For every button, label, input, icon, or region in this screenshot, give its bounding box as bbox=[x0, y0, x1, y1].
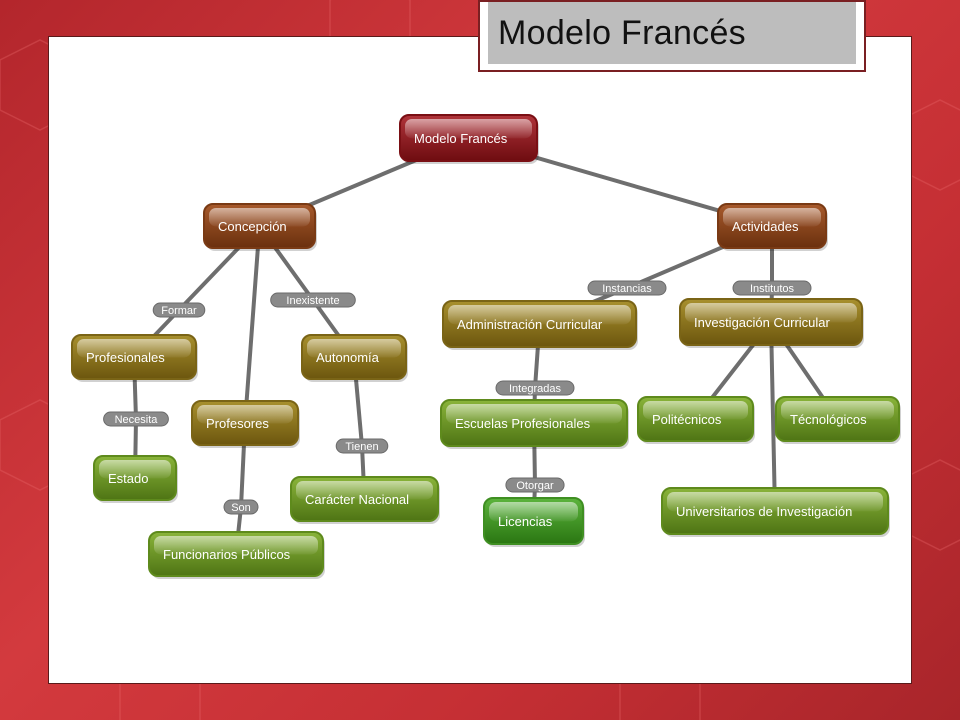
node-universitarios[interactable]: Universitarios de Investigación bbox=[661, 487, 890, 537]
page-title: Modelo Francés bbox=[488, 2, 856, 64]
node-profesionales[interactable]: Profesionales bbox=[71, 334, 198, 382]
link-label-text: Tienen bbox=[345, 441, 378, 453]
node-autonomia[interactable]: Autonomía bbox=[301, 334, 408, 382]
node-label: Técnológicos bbox=[790, 412, 867, 427]
node-label: Profesores bbox=[206, 416, 269, 431]
link-investigacion-universitarios bbox=[769, 320, 777, 513]
link-label-son: Son bbox=[223, 499, 259, 515]
node-label: Escuelas Profesionales bbox=[455, 416, 591, 431]
node-label: Concepción bbox=[218, 219, 287, 234]
link-label-necesita: Necesita bbox=[103, 411, 169, 427]
node-investigacion[interactable]: Investigación Curricular bbox=[679, 298, 864, 348]
link-concepcion-profesores bbox=[243, 224, 262, 425]
link-label-text: Inexistente bbox=[286, 295, 339, 307]
link-label-text: Institutos bbox=[750, 283, 795, 295]
node-escuelas[interactable]: Escuelas Profesionales bbox=[440, 399, 629, 449]
link-label-text: Son bbox=[231, 502, 251, 514]
node-label: Actividades bbox=[732, 219, 799, 234]
node-profesores[interactable]: Profesores bbox=[191, 400, 300, 448]
node-concepcion[interactable]: Concepción bbox=[203, 203, 317, 251]
node-caracter[interactable]: Carácter Nacional bbox=[290, 476, 440, 524]
node-modelo[interactable]: Modelo Francés bbox=[399, 114, 539, 164]
node-label: Investigación Curricular bbox=[694, 315, 831, 330]
link-label-text: Instancias bbox=[602, 283, 652, 295]
node-funcionarios[interactable]: Funcionarios Públicos bbox=[148, 531, 325, 579]
link-label-text: Otorgar bbox=[516, 480, 554, 492]
node-label: Estado bbox=[108, 471, 148, 486]
node-label: Licencias bbox=[498, 514, 553, 529]
link-label-formar: Formar bbox=[152, 302, 206, 318]
node-admin[interactable]: Administración Curricular bbox=[442, 300, 638, 350]
node-actividades[interactable]: Actividades bbox=[717, 203, 828, 251]
link-label-instancias: Instancias bbox=[587, 280, 667, 296]
link-label-text: Integradas bbox=[509, 383, 561, 395]
link-label-inexistente: Inexistente bbox=[270, 292, 356, 308]
link-label-text: Formar bbox=[161, 305, 197, 317]
link-label-integradas: Integradas bbox=[495, 380, 575, 396]
node-licencias[interactable]: Licencias bbox=[483, 497, 585, 547]
node-label: Administración Curricular bbox=[457, 317, 603, 332]
node-label: Profesionales bbox=[86, 350, 165, 365]
node-label: Modelo Francés bbox=[414, 131, 508, 146]
node-tecnologicos[interactable]: Técnológicos bbox=[775, 396, 901, 444]
node-label: Carácter Nacional bbox=[305, 492, 409, 507]
node-label: Funcionarios Públicos bbox=[163, 547, 291, 562]
link-label-text: Necesita bbox=[115, 414, 159, 426]
link-label-institutos: Institutos bbox=[732, 280, 812, 296]
link-label-otorgar: Otorgar bbox=[505, 477, 565, 493]
node-estado[interactable]: Estado bbox=[93, 455, 178, 503]
node-label: Autonomía bbox=[316, 350, 380, 365]
node-label: Universitarios de Investigación bbox=[676, 504, 852, 519]
node-label: Politécnicos bbox=[652, 412, 722, 427]
node-politecnicos[interactable]: Politécnicos bbox=[637, 396, 755, 444]
title-box: Modelo Francés bbox=[478, 0, 866, 72]
link-label-tienen: Tienen bbox=[335, 438, 389, 454]
